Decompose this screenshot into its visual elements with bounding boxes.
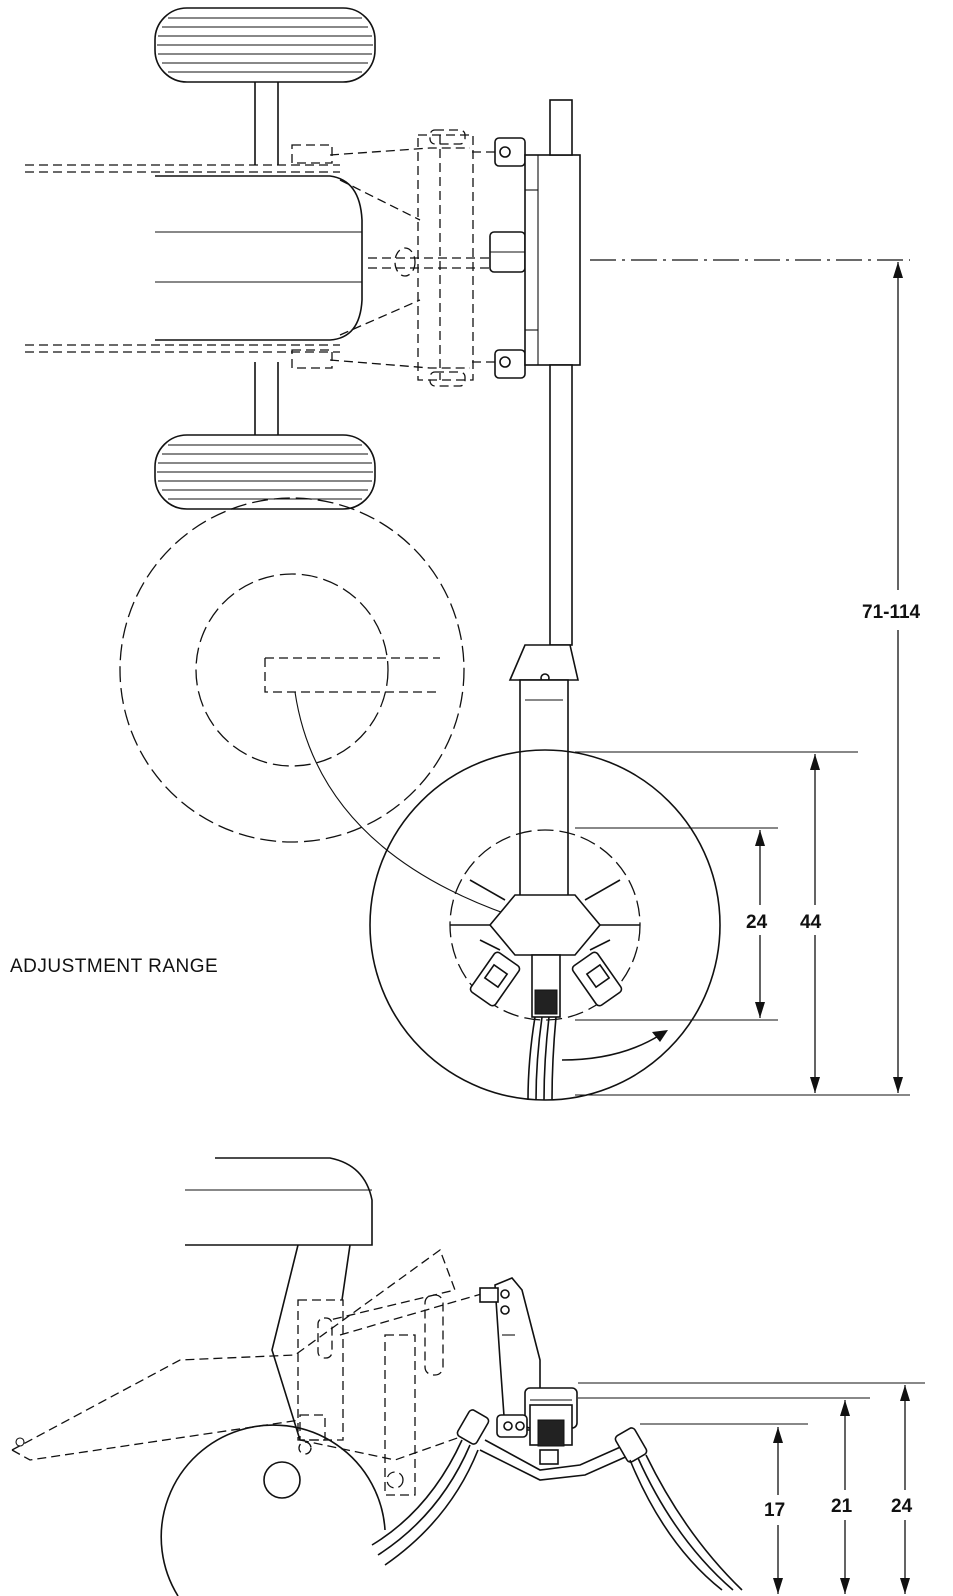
top-view: 71-114 44 24 ADJUSTMENT RANGE [10,7,921,1101]
dim-label-24-side: 24 [891,1496,913,1517]
dim-label-total: 71-114 [862,602,921,623]
tractor-rear-tire-upper [154,7,376,83]
three-point-hitch [291,129,520,387]
side-view: 17 21 24 [11,1157,925,1596]
side-hitch-linkage [11,1248,496,1496]
tractor-side-wheel [160,1424,386,1596]
dim-label-21: 21 [831,1496,853,1517]
caption-adjustment-range: ADJUSTMENT RANGE [10,956,218,977]
top-dimensions [575,259,910,1096]
side-dimensions [578,1382,925,1594]
main-beam [549,99,573,646]
dim-label-inner: 24 [746,912,768,933]
tractor-body [25,164,363,353]
tractor-rear-tire-lower [154,434,376,510]
dim-label-17: 17 [764,1500,785,1521]
hitch-pins [489,137,526,379]
dim-label-outer: 44 [800,912,822,933]
alternate-wheel-position [119,497,541,926]
tractor-side-body [185,1157,373,1441]
side-mount-assembly [371,1277,743,1591]
toolbar-frame [524,154,581,366]
tiller-wheel [369,749,721,1101]
